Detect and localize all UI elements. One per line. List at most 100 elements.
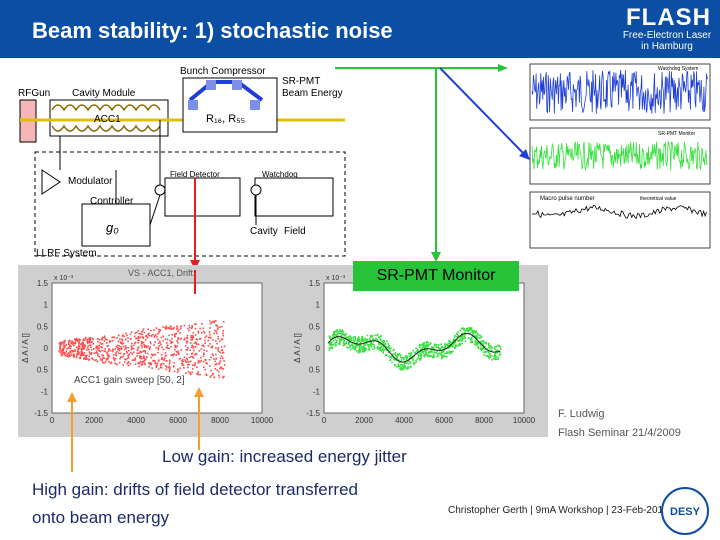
data-point xyxy=(382,342,385,344)
data-point xyxy=(91,337,94,340)
data-point xyxy=(145,346,148,349)
data-point xyxy=(475,335,478,337)
data-point xyxy=(103,335,106,337)
data-point xyxy=(427,344,430,347)
tr-noise-1-trace xyxy=(531,69,708,114)
y-tick-label: -1 xyxy=(41,387,49,396)
data-point xyxy=(202,327,205,330)
flash-logo-sub-1: Free-Electron Laser xyxy=(622,30,712,41)
data-point xyxy=(415,361,417,364)
data-point xyxy=(479,345,482,347)
data-point xyxy=(209,322,212,325)
data-point xyxy=(103,362,105,364)
data-point xyxy=(219,357,222,360)
data-point xyxy=(379,349,381,352)
data-point xyxy=(420,355,422,358)
data-point xyxy=(60,341,63,344)
data-point xyxy=(455,333,458,335)
data-point xyxy=(339,341,341,344)
data-point xyxy=(80,343,82,345)
data-point xyxy=(216,325,219,327)
data-point xyxy=(181,364,184,367)
data-point xyxy=(148,366,150,368)
data-point xyxy=(58,342,61,345)
data-point xyxy=(78,338,81,341)
data-point xyxy=(488,353,491,355)
data-point xyxy=(165,368,167,371)
data-point xyxy=(368,349,371,351)
data-point xyxy=(134,342,136,345)
data-point xyxy=(400,366,402,369)
data-point xyxy=(61,350,63,353)
data-point xyxy=(473,329,475,332)
data-point xyxy=(337,335,339,337)
data-point xyxy=(494,357,497,360)
data-point xyxy=(139,336,142,339)
plot-correlation-frame xyxy=(529,191,711,249)
data-point xyxy=(81,343,84,345)
data-point xyxy=(108,360,110,363)
data-point xyxy=(189,326,191,329)
data-point xyxy=(422,342,425,345)
data-point xyxy=(420,344,423,346)
data-point xyxy=(359,349,362,352)
data-point xyxy=(368,347,370,349)
chicane-magnet-4 xyxy=(250,100,260,110)
data-point xyxy=(83,343,86,346)
data-point xyxy=(75,339,77,342)
data-point xyxy=(98,349,100,352)
data-point xyxy=(366,338,369,340)
data-point xyxy=(101,346,103,349)
data-point xyxy=(90,346,92,348)
data-point xyxy=(401,363,403,366)
data-point xyxy=(145,335,147,337)
data-point xyxy=(183,367,185,369)
data-point xyxy=(183,356,186,358)
data-point xyxy=(387,342,390,345)
data-point xyxy=(421,347,423,350)
data-point xyxy=(73,342,75,345)
data-point xyxy=(132,344,135,347)
data-point xyxy=(354,336,357,338)
data-point xyxy=(111,350,114,353)
data-point xyxy=(64,352,67,354)
data-point xyxy=(126,352,128,354)
data-point xyxy=(491,350,493,352)
x-tick-label: 4000 xyxy=(127,416,145,425)
data-point xyxy=(429,343,431,346)
data-point xyxy=(146,335,148,338)
data-point xyxy=(349,346,351,348)
data-point xyxy=(454,334,456,337)
data-point xyxy=(378,346,380,349)
data-point xyxy=(114,348,116,350)
data-point xyxy=(186,349,188,351)
data-point xyxy=(203,332,206,334)
data-point xyxy=(420,353,422,355)
data-point xyxy=(139,357,142,360)
data-point xyxy=(121,338,123,341)
data-point xyxy=(394,351,397,354)
data-point xyxy=(425,341,428,343)
data-point xyxy=(131,353,134,355)
data-point xyxy=(378,336,380,339)
data-point xyxy=(141,357,143,360)
y-exponent-label: x 10⁻³ xyxy=(326,275,346,282)
data-point xyxy=(208,358,211,361)
data-point xyxy=(97,354,99,357)
data-point xyxy=(484,348,486,350)
data-point xyxy=(172,328,175,330)
data-point xyxy=(403,365,405,368)
data-point xyxy=(442,351,444,353)
data-point xyxy=(405,354,408,357)
data-point xyxy=(174,344,176,347)
data-point xyxy=(150,363,152,366)
data-point xyxy=(180,325,182,328)
data-point xyxy=(179,367,182,370)
data-point xyxy=(103,336,106,338)
data-point xyxy=(329,344,331,346)
data-point xyxy=(357,337,359,340)
data-point xyxy=(157,333,159,335)
data-point xyxy=(438,348,441,350)
data-point xyxy=(369,335,372,337)
data-point xyxy=(217,347,220,349)
